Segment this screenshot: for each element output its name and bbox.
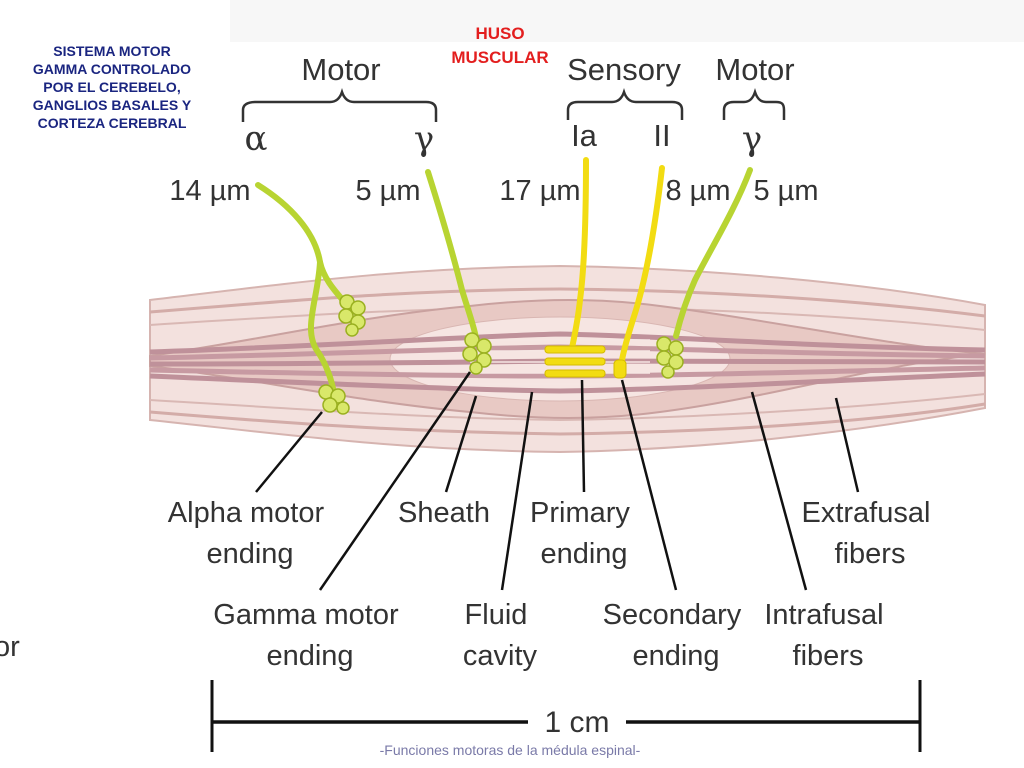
note-line: SISTEMA MOTOR [53,43,171,59]
leader-extrafusal [834,397,860,493]
title-line: MUSCULAR [451,48,549,67]
alpha-symbol: α [245,119,268,159]
ia-diameter: 17 µm [499,175,580,207]
ii-diameter: 8 µm [665,175,730,207]
leader-secondary [620,379,678,591]
gamma-right-symbol: γ [742,119,762,159]
ia-sensory-fiber [544,157,606,378]
note-line: POR EL CEREBELO, [43,79,181,95]
ia-symbol: Ia [571,118,598,153]
secondary-ending-label: Secondary ending [603,599,750,672]
leader-gamma-ending [318,371,472,591]
note-line: CORTEZA CEREBRAL [37,115,187,131]
ii-sensory-fiber [613,165,665,379]
leader-primary [580,379,586,493]
gamma-left-diameter: 5 µm [355,175,420,207]
leader-fluid-cavity [500,391,534,591]
extrafusal-line [149,393,986,422]
huso-muscular-title: HUSO MUSCULAR [425,22,575,70]
motor-left-label: Motor [301,52,380,87]
gamma-system-note: SISTEMA MOTOR GAMMA CONTROLADO POR EL CE… [2,42,222,132]
extrafusal-line [149,402,986,436]
sensory-label: Sensory [567,52,681,87]
primary-annulospiral [544,345,606,378]
leader-sheath [444,395,478,493]
fluid-cavity-label: Fluid cavity [463,599,538,672]
slide-footer: -Funciones motoras de la médula espinal- [379,742,641,758]
motor-right-label: Motor [715,52,794,87]
motor-right-brace [722,88,786,120]
alpha-motor-fiber [255,182,366,415]
leader-alpha-ending [255,411,323,493]
gamma-endplate-right [656,336,684,379]
partial-left-text: or [0,631,20,663]
sensory-brace [566,88,684,120]
note-line: GANGLIOS BASALES Y [32,97,192,113]
gamma-left-symbol: γ [414,119,434,159]
secondary-flowerspray [613,359,627,379]
gamma-endplate-left [462,332,492,375]
alpha-endplate [318,294,366,415]
leader-lines [255,371,860,591]
intrafusal-fibers-label: Intrafusal fibers [764,599,891,672]
scale-bar [210,680,922,752]
alpha-diameter: 14 µm [169,175,250,207]
sheath-label: Sheath [398,497,490,529]
extrafusal-fibers-label: Extrafusal fibers [801,497,938,570]
leader-intrafusal [750,391,808,591]
alpha-motor-ending-label: Alpha motor ending [168,497,332,570]
gamma-motor-fiber-left [425,169,492,375]
gamma-right-diameter: 5 µm [753,175,818,207]
top-backdrop [230,0,1024,42]
intrafusal-fiber [149,331,986,355]
gamma-motor-fiber-right [656,167,753,379]
ii-symbol: II [653,118,670,153]
title-line: HUSO [475,24,525,43]
note-line: GAMMA CONTROLADO [32,61,192,77]
extrafusal-line [149,287,986,318]
scale-bar-label: 1 cm [544,706,609,739]
motor-left-brace [241,88,438,122]
gamma-motor-ending-label: Gamma motor ending [213,599,406,672]
intrafusal-fiber [149,371,986,394]
primary-ending-label: Primary ending [530,497,638,570]
